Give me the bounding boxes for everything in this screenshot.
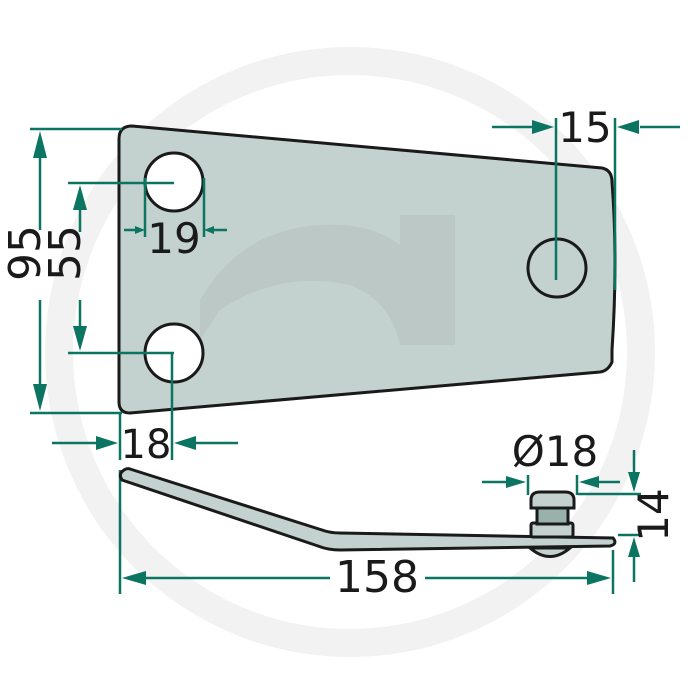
label-stud-diameter: Ø18 (512, 427, 599, 476)
dimension-labels: 95 55 19 18 15 158 Ø18 14 (0, 103, 678, 603)
stud-bottom-head (525, 546, 575, 558)
stud-shaft (535, 506, 570, 526)
side-view (118, 467, 617, 558)
label-18: 18 (121, 422, 172, 468)
watermark-shape (200, 215, 455, 345)
stud-top-head (529, 490, 576, 510)
label-19: 19 (147, 214, 200, 263)
label-55: 55 (40, 225, 91, 281)
label-14: 14 (629, 488, 678, 541)
dimension-lines (30, 118, 680, 594)
label-95: 95 (0, 225, 51, 281)
watermark-logo (45, 47, 655, 657)
label-15: 15 (558, 103, 611, 152)
label-158: 158 (335, 552, 419, 603)
top-view-plate (117, 124, 617, 415)
side-plate (118, 467, 617, 552)
watermark-ring (45, 47, 655, 657)
